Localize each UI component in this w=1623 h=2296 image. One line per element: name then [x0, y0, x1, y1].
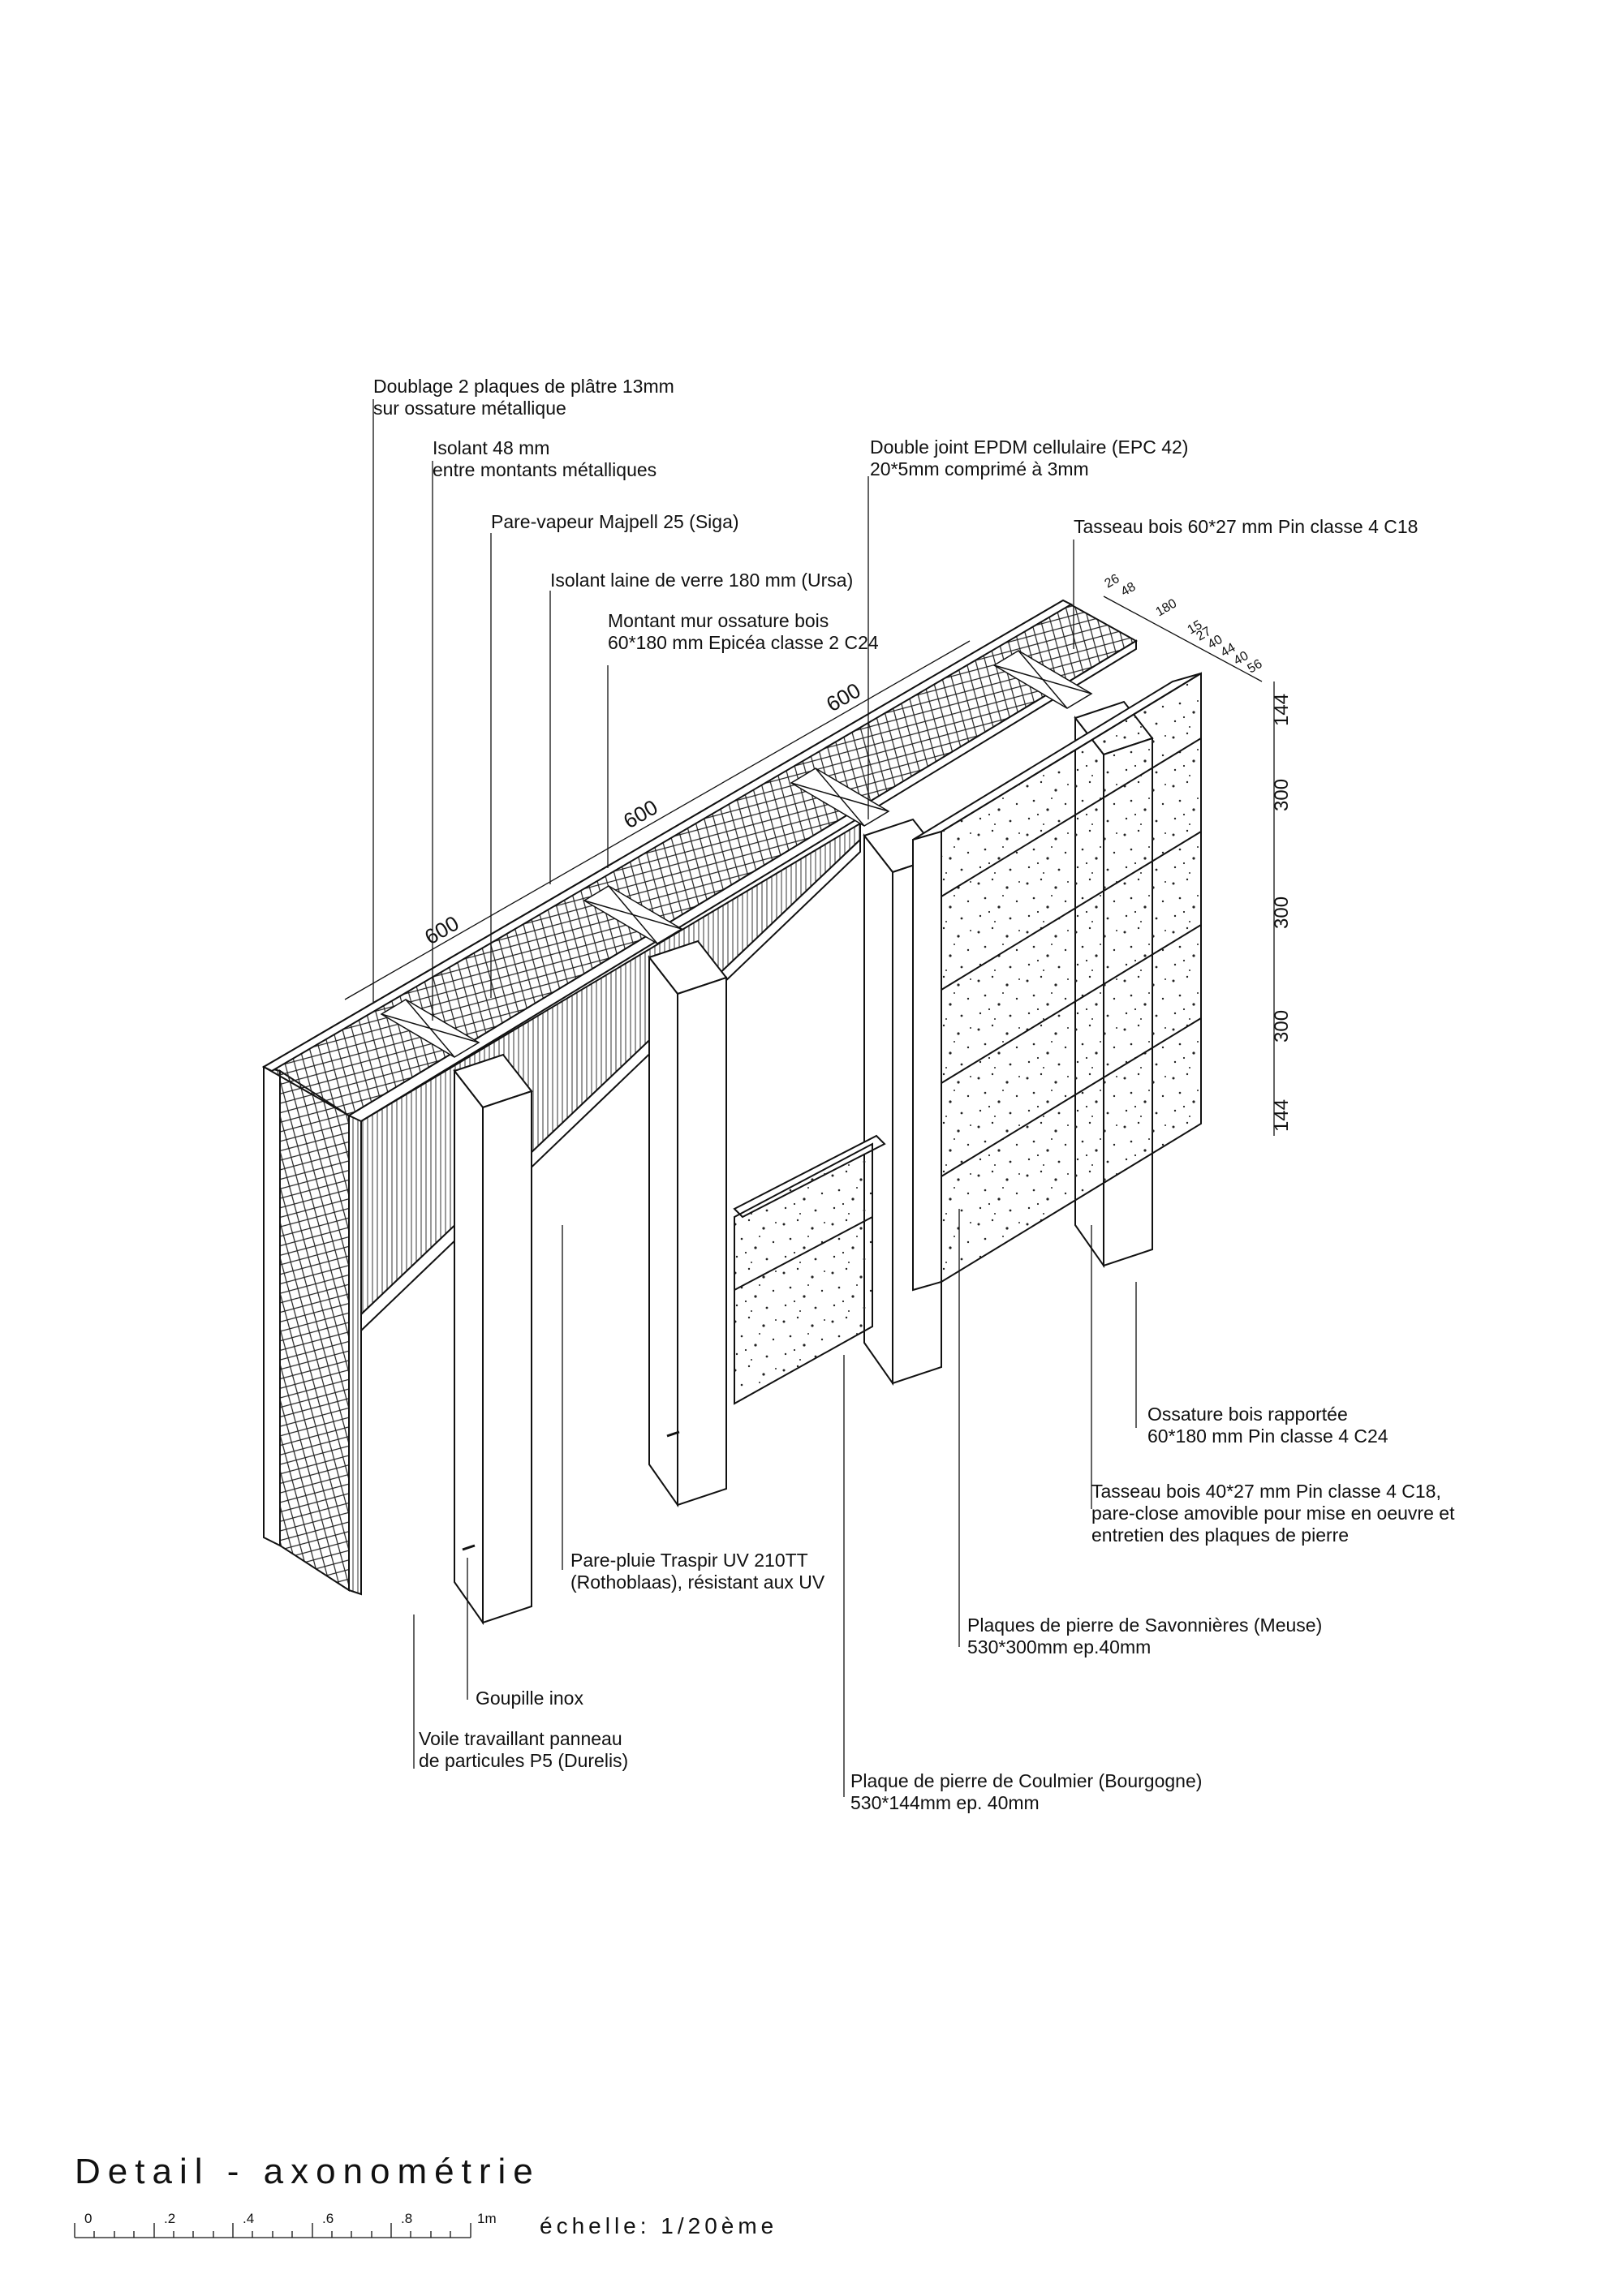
scale-label: échelle: 1/20ème	[540, 2213, 778, 2238]
goupille-2	[666, 1430, 680, 1438]
batten-1	[453, 1053, 533, 1626]
scale-tick-06: .6	[322, 2211, 334, 2226]
scale-ticks: 0 .2 .4 .6 .8 1m	[84, 2211, 497, 2226]
batten-2	[648, 939, 728, 1508]
wall-assembly	[261, 599, 1202, 1626]
drawing-title: Detail - axonométrie	[75, 2152, 540, 2191]
scale-tick-08: .8	[401, 2211, 412, 2226]
goupille-1	[462, 1544, 476, 1551]
label-tasseau-bottom: Tasseau bois 40*27 mm Pin classe 4 C18,p…	[1091, 1481, 1455, 1546]
doublage-end-face	[263, 1065, 281, 1547]
label-pare-pluie: Pare-pluie Traspir UV 210TT(Rothoblaas),…	[570, 1550, 825, 1593]
dim-layer-40b: 40	[1232, 649, 1251, 669]
dim-layer-48: 48	[1119, 580, 1139, 600]
dim-spacing-2: 600	[619, 795, 662, 834]
dim-vert-300-3: 300	[1271, 1010, 1293, 1043]
isolant-end-face	[279, 1069, 350, 1592]
dim-layer-180: 180	[1154, 596, 1180, 619]
dim-spacing-1: 600	[420, 911, 463, 950]
label-plaques-savonnieres: Plaques de pierre de Savonnières (Meuse)…	[967, 1615, 1323, 1658]
dim-layer-15: 15	[1186, 618, 1205, 638]
dim-layer-44: 44	[1219, 641, 1238, 660]
dim-layer-26: 26	[1103, 572, 1122, 591]
dim-layer-56: 56	[1246, 657, 1265, 677]
scale-bar	[74, 2223, 471, 2238]
label-goupille: Goupille inox	[476, 1688, 583, 1709]
savonnieres-panel	[912, 672, 1202, 1292]
leader-lines	[372, 399, 1137, 1797]
top-studs	[380, 650, 1093, 1058]
scale-tick-0: 0	[84, 2211, 92, 2226]
dim-vert-300-2: 300	[1271, 896, 1293, 929]
dim-vert-300-1: 300	[1271, 779, 1293, 811]
label-joint: Double joint EPDM cellulaire (EPC 42)20*…	[870, 436, 1189, 479]
label-plaque-coulmier: Plaque de pierre de Coulmier (Bourgogne)…	[850, 1770, 1203, 1813]
label-pare-vapeur: Pare-vapeur Majpell 25 (Siga)	[491, 511, 739, 532]
voile-end-face	[348, 1114, 362, 1596]
voile-front-face	[347, 639, 1137, 1123]
dim-layer-27: 27	[1195, 625, 1214, 644]
scale-tick-02: .2	[164, 2211, 175, 2226]
dim-vert-144-bottom: 144	[1271, 1099, 1293, 1132]
label-isolant-laine: Isolant laine de verre 180 mm (Ursa)	[550, 570, 854, 591]
dim-spacing-3: 600	[822, 678, 865, 717]
dim-vert-144-top: 144	[1271, 694, 1293, 726]
coulmier-panel	[733, 1134, 886, 1405]
dimension-lines	[344, 595, 1275, 1136]
scale-tick-1m: 1m	[477, 2211, 497, 2226]
label-tasseau-top: Tasseau bois 60*27 mm Pin classe 4 C18	[1074, 516, 1419, 537]
dim-layer-40a: 40	[1206, 633, 1225, 652]
scale-tick-04: .4	[243, 2211, 254, 2226]
top-doublage-band	[261, 599, 1074, 1073]
